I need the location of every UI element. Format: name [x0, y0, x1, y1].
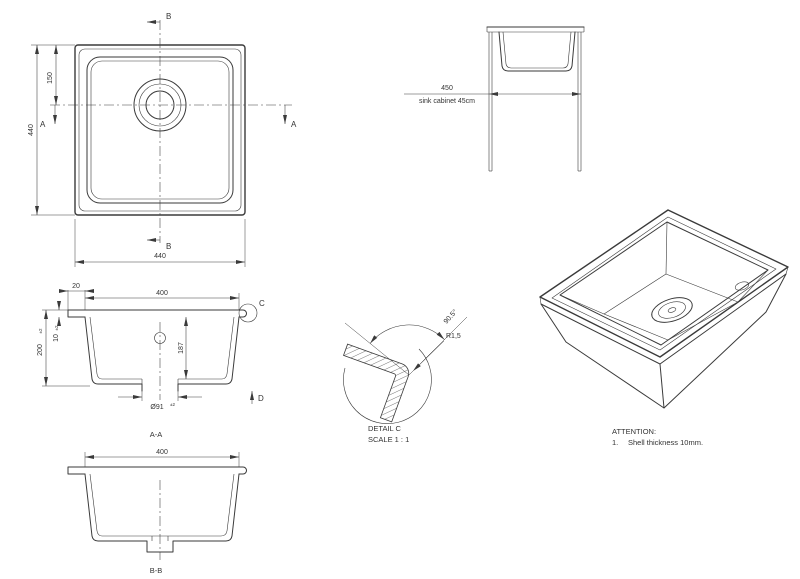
- bowl-outer-profile: [85, 474, 239, 552]
- bowl-corner-edge: [560, 295, 604, 314]
- rim-band: [541, 274, 786, 364]
- attention-item-number: 1.: [612, 438, 618, 447]
- bowl-inner-left: [90, 317, 142, 379]
- dim-width-440: 440: [154, 253, 166, 260]
- drain-mid-ring: [656, 299, 687, 322]
- detail-c-marker: C: [259, 299, 265, 308]
- radius-leader: [413, 341, 444, 371]
- detail-c-title: DETAIL C: [368, 424, 402, 433]
- section-bb-label: B-B: [150, 566, 163, 575]
- dim-radius: R1,5: [446, 333, 461, 340]
- tol-drain: ±2: [170, 402, 175, 407]
- dim-shell-10: 10: [53, 334, 60, 342]
- rim-band-join: [786, 267, 788, 274]
- drain-inner-ring: [146, 91, 174, 119]
- cabinet-caption: sink cabinet 45cm: [419, 98, 475, 105]
- angle-arc: [370, 325, 444, 344]
- section-marker-a-right: A: [291, 120, 297, 129]
- dim-cabinet-450: 450: [441, 85, 453, 92]
- dim-inner-400: 400: [156, 290, 168, 297]
- bowl-inner-right: [178, 317, 234, 379]
- dim-edge-20: 20: [72, 283, 80, 290]
- detail-c-scale: SCALE 1 : 1: [368, 435, 409, 444]
- attention-note: ATTENTION: 1. Shell thickness 10mm.: [612, 427, 703, 447]
- bowl-inner-profile: [90, 474, 234, 536]
- dim-height-440: 440: [28, 124, 35, 136]
- drain-outer-ring: [649, 293, 696, 327]
- sink-rim-line: [79, 49, 241, 211]
- bowl-top-edge: [560, 222, 768, 345]
- bowl-corner-edge: [666, 222, 667, 274]
- overflow-hole: [155, 333, 166, 344]
- cabinet-front-view: 450 sink cabinet 45cm: [404, 27, 584, 171]
- bowl-inner-line: [91, 61, 229, 199]
- detail-c-circle: [239, 304, 257, 322]
- bowl-top-edge: [87, 57, 233, 203]
- section-bb-view: 400 B-B: [68, 449, 247, 575]
- dim-depth-200: 200: [37, 344, 44, 356]
- angle-leg: [345, 323, 409, 375]
- flange-profile: [68, 467, 247, 474]
- section-marker-b-bottom: B: [166, 242, 171, 251]
- dim-drain-150: 150: [47, 72, 54, 84]
- bowl-outer-left: [85, 317, 142, 391]
- dim-drain-diameter: Ø91: [150, 404, 163, 411]
- plan-view: 440 150 440 B B A A: [28, 12, 297, 267]
- isometric-view: [540, 210, 788, 408]
- rim-outer-edge: [540, 210, 788, 357]
- detail-c-view: 90.5° R1,5 DETAIL C SCALE 1 : 1: [328, 308, 467, 444]
- flange-corner-section: [328, 344, 412, 422]
- bowl-outer-profile: [499, 32, 575, 71]
- sink-outer-edge: [75, 45, 245, 215]
- tol-depth: ±2: [38, 328, 43, 333]
- rim-band-join: [540, 297, 541, 304]
- overflow-hole: [734, 280, 750, 292]
- dim-bowl-187: 187: [178, 342, 185, 354]
- section-aa-view: 20 400 200 ±2 10 ±2 187 Ø91 ±2 C D A-A: [37, 283, 265, 439]
- dim-angle: 90.5°: [442, 308, 459, 326]
- tol-shell: ±2: [54, 325, 59, 330]
- drain-mid-ring: [139, 84, 181, 126]
- body-front-edge: [660, 364, 664, 408]
- attention-item-text: Shell thickness 10mm.: [628, 438, 703, 447]
- bowl-outer-right: [178, 317, 239, 391]
- attention-heading: ATTENTION:: [612, 427, 656, 436]
- drain-center: [668, 307, 677, 314]
- detail-boundary-arc: [343, 349, 431, 424]
- dim-inner-400: 400: [156, 449, 168, 456]
- bowl-bottom-edge: [604, 274, 738, 340]
- section-aa-label: A-A: [150, 430, 163, 439]
- section-marker-b-top: B: [166, 12, 171, 21]
- drain-outer-ring: [134, 79, 186, 131]
- bowl-corner-edge: [738, 270, 768, 302]
- section-marker-a-left: A: [40, 120, 46, 129]
- rim-inner-line: [552, 217, 776, 350]
- bowl-inner-profile: [503, 32, 571, 68]
- flange-profile: [68, 310, 247, 317]
- direction-marker-d: D: [258, 394, 264, 403]
